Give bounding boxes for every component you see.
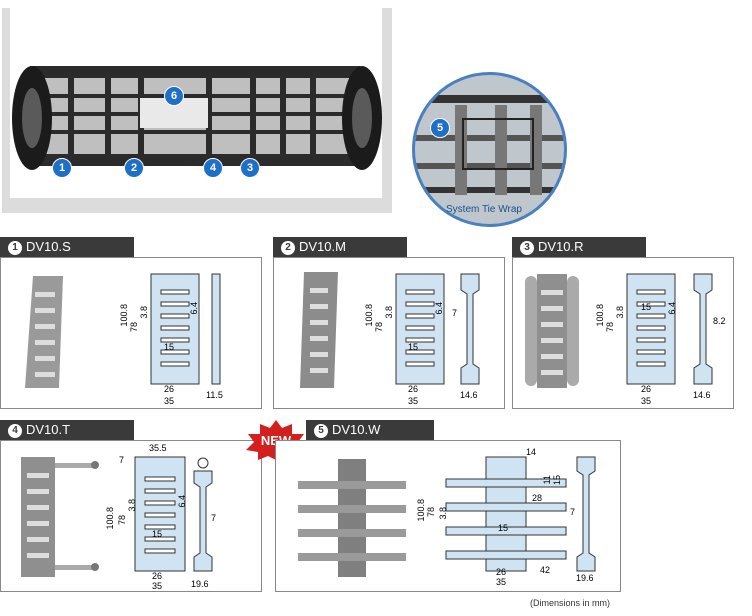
p4-side-w: 7	[211, 513, 217, 523]
p3-height: 100.8	[595, 304, 605, 327]
panel-3-title: DV10.R	[538, 239, 584, 254]
panel-1-photo	[25, 276, 63, 388]
tie-wrap-drawing	[415, 95, 564, 195]
callout-4: 4	[203, 158, 223, 178]
callout-2: 2	[124, 158, 144, 178]
panel-4-photo	[21, 457, 99, 577]
panel-1-tab: 1 DV10.S	[0, 237, 134, 257]
p4-slot: 6.4	[177, 495, 187, 508]
panel-4-side-drawing	[193, 457, 213, 572]
cable-carrier-drawing	[12, 66, 382, 170]
p2-pitch: 3.8	[384, 306, 394, 319]
panel-5-side-drawing	[576, 456, 596, 572]
panel-2-front-drawing	[395, 273, 445, 385]
p2-side-w: 7	[452, 308, 458, 318]
p1-center: 15	[164, 342, 175, 352]
p3-slot: 6.4	[667, 302, 677, 315]
overview-image	[10, 8, 382, 198]
p4-inner-w: 26	[152, 571, 163, 581]
panel-2-tab: 2 DV10.M	[273, 237, 407, 257]
p3-center: 15	[641, 302, 652, 312]
p4-height: 100.8	[105, 507, 115, 530]
p5-pitch: 3.8	[438, 507, 448, 520]
panel-4-num: 4	[8, 424, 22, 438]
panel-4-body: 35.5 7 100.8 78 3.8 6.4 15 26 35 7 19.6	[0, 440, 262, 592]
panel-2-side-drawing	[460, 273, 480, 385]
panel-3-body: 100.8 78 3.8 6.4 15 26 35 8.2 14.6	[512, 257, 734, 409]
p5-c: 28	[532, 493, 543, 503]
panel-4-tab: 4 DV10.T	[0, 420, 134, 440]
panel-2-photo	[300, 272, 338, 388]
p1-inner-w: 26	[164, 384, 175, 394]
p4-pitch: 3.8	[127, 499, 137, 512]
p4-top-w: 35.5	[149, 443, 167, 453]
tie-wrap-detail	[412, 72, 567, 227]
p1-outer-w: 35	[164, 396, 175, 406]
panel-5-photo	[298, 459, 406, 577]
p2-outer-w: 35	[408, 396, 419, 406]
p5-right: 42	[540, 565, 551, 575]
p2-center: 15	[408, 342, 419, 352]
panel-5-num: 5	[314, 424, 328, 438]
p5-center: 15	[498, 523, 509, 533]
p5-height: 100.8	[416, 499, 426, 522]
panel-4-title: DV10.T	[26, 422, 71, 437]
p1-slot: 6.4	[189, 302, 199, 315]
panel-1-title: DV10.S	[26, 239, 71, 254]
p5-a: 11	[542, 475, 552, 485]
p5-top: 14	[526, 447, 537, 457]
panel-1-num: 1	[8, 241, 22, 255]
panel-5-title: DV10.W	[332, 422, 381, 437]
p4-outer-w: 35	[152, 581, 163, 591]
panel-1-front-drawing	[150, 273, 200, 385]
panel-5-tab: 5 DV10.W	[306, 420, 434, 440]
p1-height: 100.8	[119, 304, 129, 327]
p5-side-w: 7	[570, 507, 576, 517]
callout-5: 5	[430, 118, 450, 138]
panel-2-body: 100.8 78 3.8 6.4 15 26 35 7 14.6	[273, 257, 505, 409]
p2-height: 100.8	[364, 304, 374, 327]
panel-3-photo	[525, 274, 579, 388]
p4-top-h: 7	[119, 455, 125, 465]
callout-6: 6	[164, 86, 184, 106]
p1-side: 11.5	[206, 390, 223, 400]
tie-wrap-caption: System Tie Wrap	[446, 204, 522, 215]
panel-3-side-drawing	[693, 273, 713, 385]
callout-3: 3	[240, 158, 260, 178]
p5-side: 19.6	[576, 573, 594, 583]
p3-pitch: 3.8	[615, 306, 625, 319]
p1-pitch: 3.8	[139, 306, 149, 319]
panel-5-body: 14 100.8 78 3.8 11 15 28 15 26 35 42 7 1…	[275, 440, 621, 592]
panel-2-title: DV10.M	[299, 239, 346, 254]
p4-center: 15	[152, 529, 163, 539]
p5-inner-w: 26	[496, 567, 507, 577]
p5-b: 15	[552, 475, 562, 486]
panel-1-side-drawing	[211, 273, 221, 385]
p3-inner: 78	[605, 322, 615, 333]
p2-inner-w: 26	[408, 384, 419, 394]
p3-side-w: 8.2	[713, 316, 726, 326]
p3-inner-w: 26	[641, 384, 652, 394]
panel-3-tab: 3 DV10.R	[512, 237, 646, 257]
panel-3-num: 3	[520, 241, 534, 255]
panel-1-body: 100.8 78 3.8 6.4 15 26 35 11.5	[0, 257, 262, 409]
dimensions-note: (Dimensions in mm)	[530, 598, 611, 608]
panel-2-num: 2	[281, 241, 295, 255]
p1-inner: 78	[129, 322, 139, 333]
callout-1: 1	[52, 158, 72, 178]
panel-3-front-drawing	[626, 273, 676, 385]
p2-inner: 78	[374, 322, 384, 333]
p4-inner: 78	[117, 515, 127, 526]
p2-side: 14.6	[460, 390, 478, 400]
p5-inner: 78	[426, 507, 436, 518]
panel-4-front-drawing	[134, 456, 186, 572]
p5-outer-w: 35	[496, 577, 507, 587]
p4-side: 19.6	[191, 579, 209, 589]
p3-outer-w: 35	[641, 396, 652, 406]
panel-5-front-drawing	[445, 456, 567, 572]
p3-side: 14.6	[693, 390, 711, 400]
p2-slot: 6.4	[434, 302, 444, 315]
